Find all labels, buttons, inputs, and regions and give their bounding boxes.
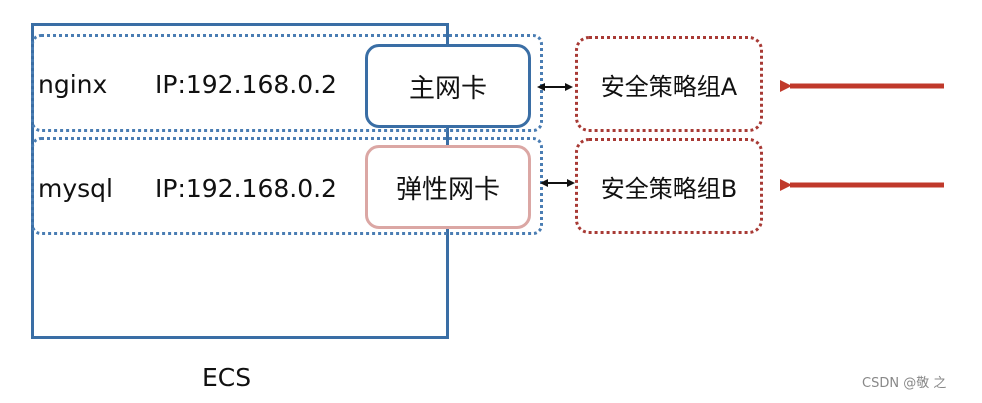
mysql-service-label: mysql — [38, 174, 113, 203]
security-group-b: 安全策略组B — [575, 138, 763, 234]
primary-nic: 主网卡 — [365, 44, 531, 128]
security-group-a: 安全策略组A — [575, 36, 763, 132]
nginx-ip-label: IP:192.168.0.2 — [155, 70, 337, 99]
nginx-service-label: nginx — [38, 70, 108, 99]
security-group-b-label: 安全策略组B — [600, 174, 738, 203]
security-group-a-label: 安全策略组A — [600, 72, 738, 101]
mysql-ip-label: IP:192.168.0.2 — [155, 174, 337, 203]
primary-nic-label: 主网卡 — [408, 73, 487, 104]
ecs-label: ECS — [202, 363, 252, 392]
elastic-nic: 弹性网卡 — [365, 145, 531, 229]
elastic-nic-label: 弹性网卡 — [395, 174, 500, 205]
watermark: CSDN @敬 之 — [862, 376, 947, 391]
